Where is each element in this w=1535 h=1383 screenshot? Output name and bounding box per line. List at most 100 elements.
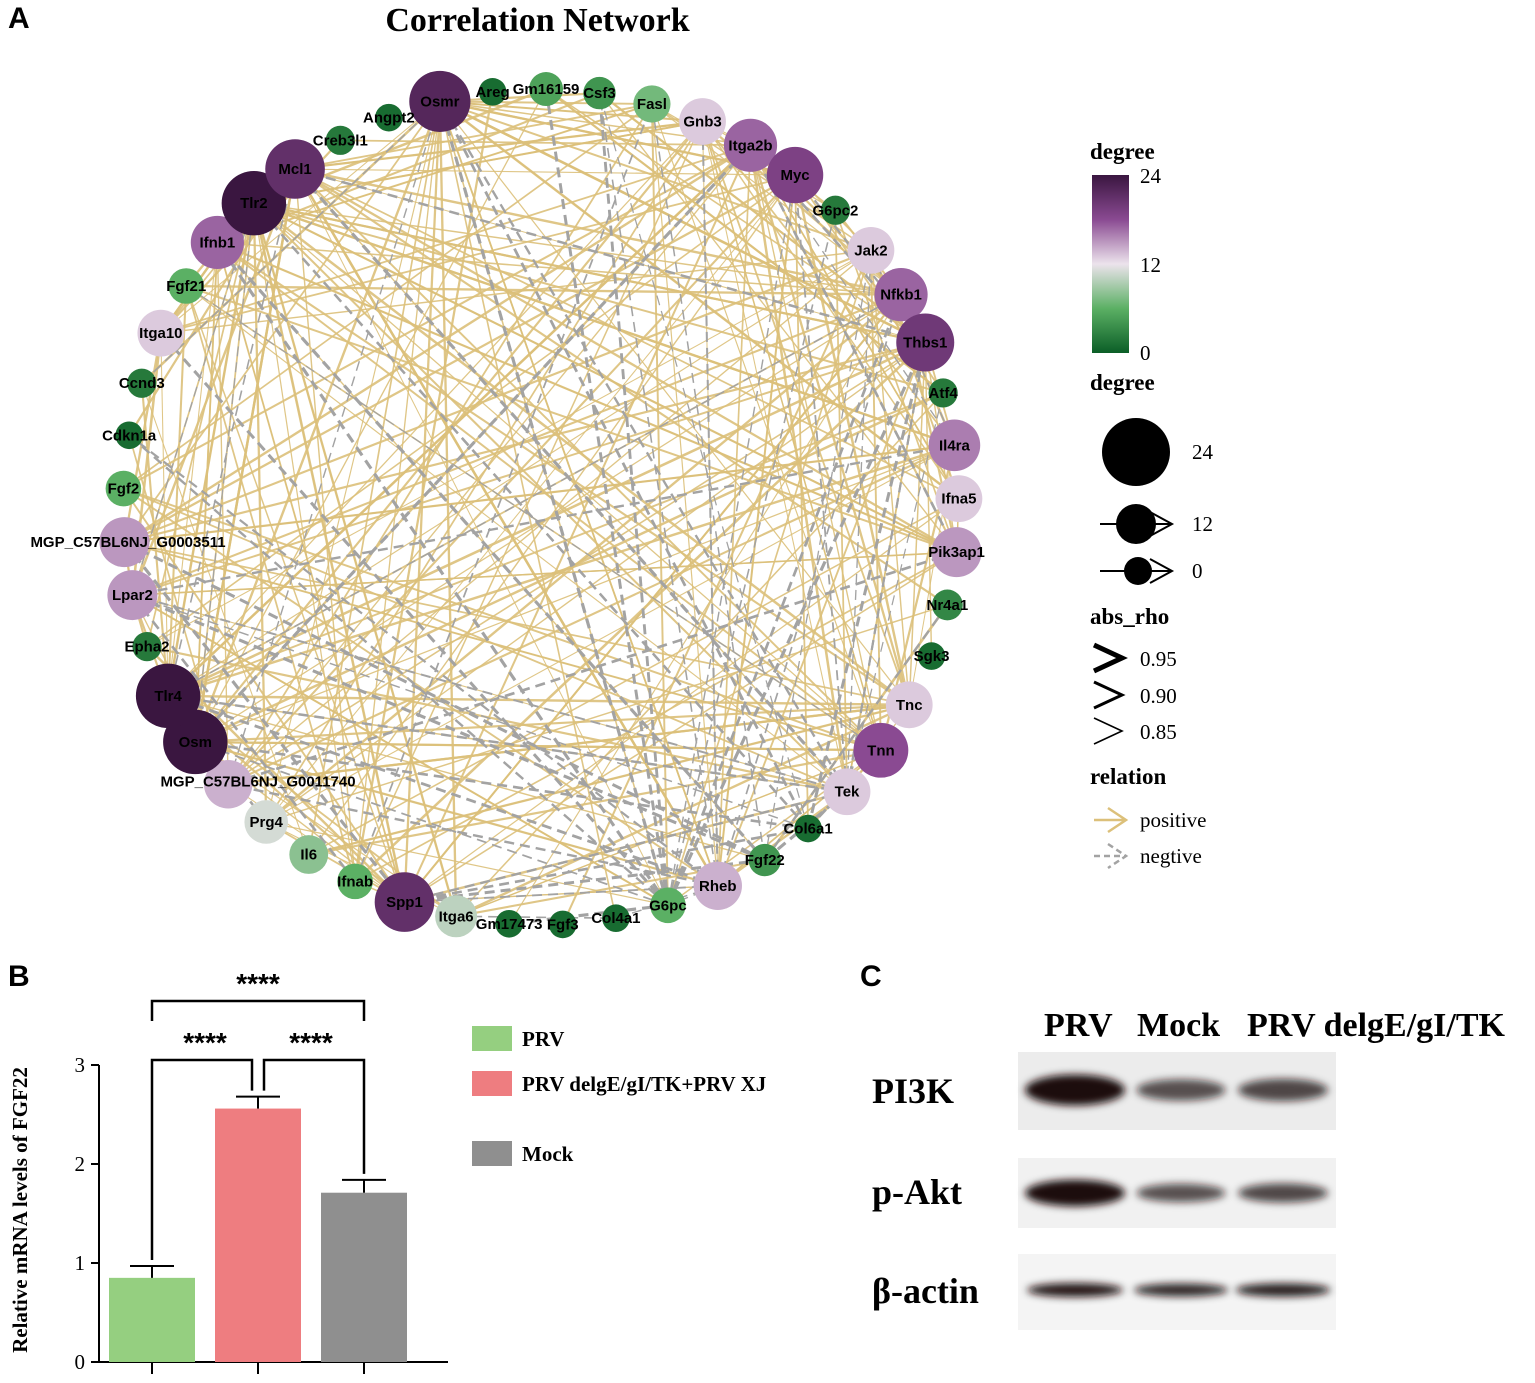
node-circle [931, 589, 963, 621]
negative-edge [749, 144, 927, 344]
node-label: Tek [835, 784, 860, 801]
negative-edge [185, 285, 882, 751]
width-legend-mark [1092, 642, 1128, 674]
node-label: Ifna5 [941, 491, 976, 508]
node-label: Col4a1 [591, 910, 640, 927]
positive-edge [340, 139, 751, 147]
panel-c-letter: C [860, 960, 882, 993]
size-legend-circle [1116, 504, 1156, 544]
node-label: Tlr4 [154, 688, 182, 705]
node-circle [325, 125, 355, 155]
y-tick-label: 1 [75, 1251, 86, 1275]
node-circle [917, 642, 946, 670]
positive-edge [439, 100, 926, 344]
significance-bracket [150, 999, 366, 1021]
positive-edge [228, 703, 910, 786]
network-node: Nr4a1 [927, 589, 968, 621]
positive-edge [124, 541, 910, 706]
positive-edge [146, 174, 796, 648]
positive-edge [295, 168, 796, 176]
node-circle [495, 909, 523, 938]
node-circle [766, 146, 824, 204]
node-circle [529, 72, 564, 107]
negative-edge [806, 342, 927, 829]
node-circle [931, 527, 982, 578]
negative-edge [159, 332, 670, 907]
negative-edge [598, 92, 719, 886]
network-node: Nfkb1 [874, 268, 928, 322]
bar [215, 1108, 301, 1362]
negative-edge [404, 790, 848, 904]
negative-edge [132, 444, 955, 597]
positive-edge [131, 594, 669, 907]
network-node: Itga10 [137, 309, 185, 357]
node-circle [820, 195, 851, 225]
positive-edge [253, 120, 703, 205]
positive-edge [167, 144, 752, 697]
legend-label-prv: PRV [522, 1027, 564, 1051]
positive-edge [294, 168, 948, 606]
network-node: MGP_C57BL6NJ_G0011740 [160, 760, 356, 809]
positive-edge [294, 167, 902, 296]
negative-edge [293, 167, 849, 793]
positive-edge [717, 790, 848, 887]
node-label: Fgf21 [166, 278, 206, 295]
network-legend: degree 24 12 0 degree 24 12 0 abs_rho 0.… [1090, 139, 1214, 870]
positive-edge [123, 100, 441, 543]
negative-edge [749, 144, 955, 446]
positive-edge [794, 175, 809, 829]
positive-edge [455, 749, 882, 917]
bar [109, 1277, 195, 1362]
network-node: Thbs1 [896, 313, 955, 372]
bar [321, 1192, 407, 1362]
node-label: Cdkn1a [102, 427, 157, 444]
network-node: Fgf22 [745, 843, 785, 877]
positive-edge [701, 121, 911, 706]
network-node: Prg4 [244, 800, 289, 844]
node-label: Itga2b [728, 137, 772, 154]
legend-size-title: degree [1090, 370, 1155, 395]
positive-edge [167, 392, 944, 697]
width-tick: 0.90 [1140, 684, 1177, 708]
positive-edge [308, 174, 796, 855]
node-circle [847, 226, 895, 274]
network-node: Gnb3 [679, 98, 726, 145]
negative-edge [354, 103, 653, 882]
network-node: Sgk3 [914, 642, 949, 670]
node-label: Gnb3 [683, 113, 721, 130]
positive-edge [194, 168, 297, 743]
positive-edge [667, 250, 872, 906]
node-circle [244, 800, 289, 844]
negative-edge [128, 434, 669, 907]
node-label: Fgf22 [745, 852, 785, 869]
node-circle [935, 475, 983, 523]
node-circle [896, 313, 955, 372]
blot-band [1238, 1183, 1328, 1203]
negative-edge [141, 100, 441, 384]
node-label: Ifnab [337, 873, 373, 890]
node-label: MGP_C57BL6NJ_G0003511 [30, 534, 225, 551]
negative-edge [128, 434, 719, 887]
positive-edge [253, 202, 944, 394]
negative-edge [195, 741, 669, 907]
node-label: Pik3ap1 [928, 544, 985, 561]
node-circle [105, 470, 142, 507]
negative-edge [764, 250, 872, 861]
legend-width-title: abs_rho [1090, 604, 1169, 629]
positive-edge [122, 103, 653, 490]
node-circle [190, 215, 244, 270]
node-label: Osmr [420, 93, 459, 110]
negative-edge [716, 294, 902, 887]
positive-edge [123, 487, 882, 752]
node-label: Ccnd3 [119, 375, 165, 392]
node-circle [135, 663, 201, 729]
node-circle [794, 814, 822, 843]
node-circle [107, 570, 158, 621]
positive-edge-swatch [1094, 806, 1129, 834]
negative-edge [194, 203, 255, 743]
size-tick: 12 [1192, 512, 1213, 536]
positive-edge [545, 88, 944, 394]
positive-edge [749, 144, 911, 706]
positive-edge [749, 145, 849, 792]
